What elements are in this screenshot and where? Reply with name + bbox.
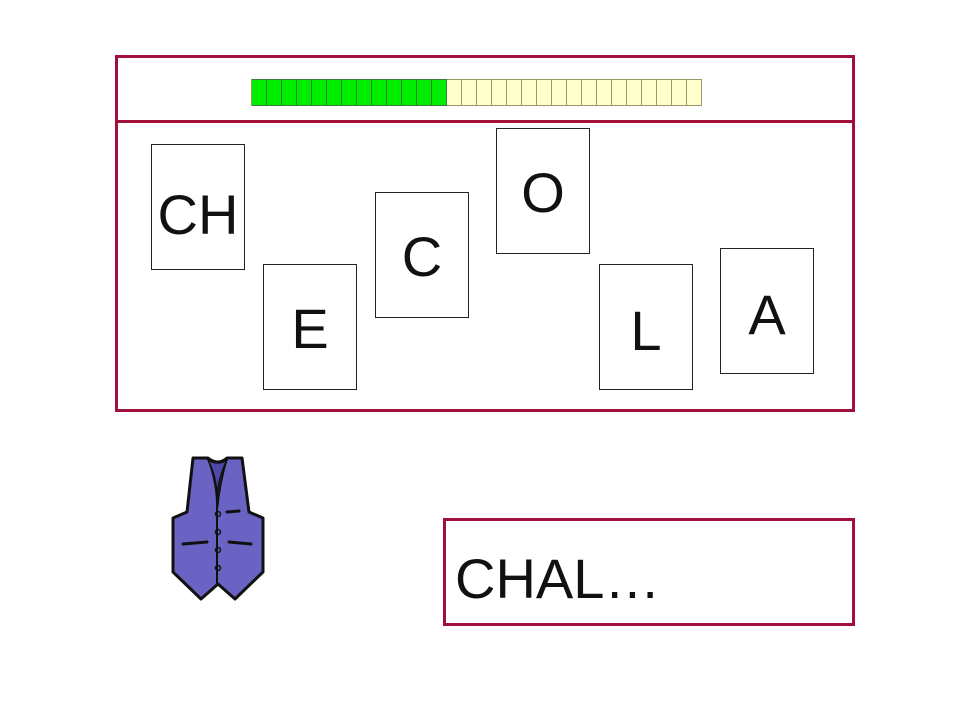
vest-icon <box>171 456 265 601</box>
progress-segment-empty <box>642 79 657 106</box>
letter-tile-ch[interactable]: CH <box>151 144 245 270</box>
letter-tile-label: C <box>401 225 443 288</box>
progress-segment-filled <box>387 79 402 106</box>
progress-segment-filled <box>357 79 372 106</box>
progress-segment-filled <box>402 79 417 106</box>
progress-segment-filled <box>327 79 342 106</box>
progress-segment-empty <box>582 79 597 106</box>
progress-segment-filled <box>267 79 282 106</box>
letter-tile-e[interactable]: E <box>263 264 357 390</box>
letter-tile-label: CH <box>157 183 239 246</box>
progress-segment-filled <box>417 79 432 106</box>
progress-segment-empty <box>612 79 627 106</box>
progress-segment-empty <box>447 79 462 106</box>
progress-segment-filled <box>297 79 312 106</box>
letter-tile-label: E <box>291 297 329 360</box>
progress-segment-filled <box>282 79 297 106</box>
progress-segment-empty <box>462 79 477 106</box>
progress-segment-empty <box>552 79 567 106</box>
letter-tile-c[interactable]: C <box>375 192 469 318</box>
progress-segment-empty <box>627 79 642 106</box>
letter-tile-a[interactable]: A <box>720 248 814 374</box>
progress-segment-empty <box>522 79 537 106</box>
progress-segment-empty <box>597 79 612 106</box>
progress-segment-filled <box>252 79 267 106</box>
board-divider <box>118 120 852 123</box>
progress-bar <box>251 79 702 106</box>
progress-segment-empty <box>537 79 552 106</box>
answer-box[interactable]: CHAL… <box>443 518 855 626</box>
letter-tile-o[interactable]: O <box>496 128 590 254</box>
progress-segment-empty <box>507 79 522 106</box>
letter-tile-l[interactable]: L <box>599 264 693 390</box>
progress-segment-filled <box>342 79 357 106</box>
letter-tile-label: A <box>748 283 786 346</box>
progress-segment-filled <box>372 79 387 106</box>
progress-segment-filled <box>432 79 447 106</box>
letter-tile-label: L <box>630 299 662 362</box>
progress-segment-empty <box>492 79 507 106</box>
progress-segment-empty <box>477 79 492 106</box>
progress-segment-empty <box>687 79 702 106</box>
progress-segment-filled <box>312 79 327 106</box>
progress-segment-empty <box>657 79 672 106</box>
progress-segment-empty <box>672 79 687 106</box>
progress-segment-empty <box>567 79 582 106</box>
letter-tile-label: O <box>521 161 565 224</box>
answer-text: CHAL… <box>455 547 661 610</box>
